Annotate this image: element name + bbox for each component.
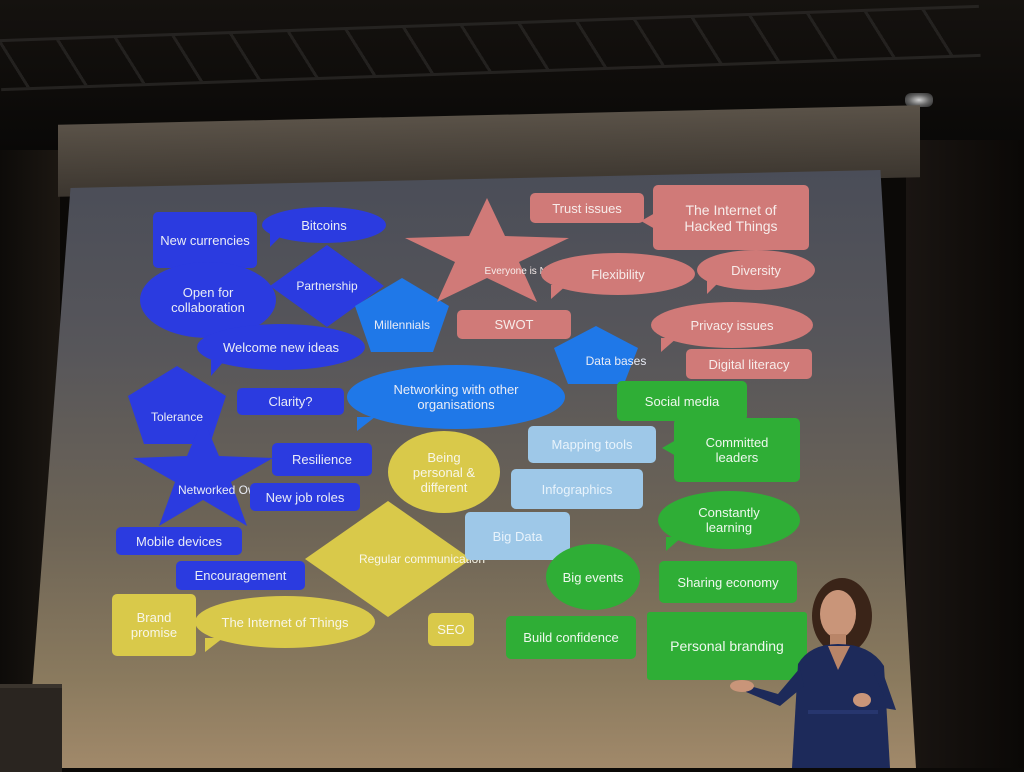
bubble-label: The Internet of Things [221, 614, 349, 630]
card-label: Trust issues [552, 200, 622, 216]
card-label: Personal branding [670, 637, 784, 654]
diamond-label: Partnership [296, 279, 358, 293]
star-shape [405, 198, 569, 302]
card-label: The Internet of Hacked Things [684, 201, 778, 234]
oval-label: Open for collaboration [171, 285, 245, 315]
card-label: Social media [644, 393, 720, 409]
pentagon-label: Data bases [585, 354, 647, 368]
card-tail [662, 440, 676, 456]
card-label: Encouragement [194, 568, 287, 583]
card-label: Big Data [492, 528, 543, 544]
oval-label: Big events [562, 569, 624, 585]
card-build-confidence: Build confidence [506, 616, 636, 659]
bubble-diversity: Diversity [697, 250, 815, 294]
diamond-label: Regular communication [358, 552, 486, 566]
card-mapping-tools: Mapping tools [528, 426, 656, 463]
card-social-media: Social media [617, 381, 747, 421]
bubble-label: Bitcoins [301, 217, 347, 233]
bubble-tail [551, 285, 567, 299]
card-label: Digital literacy [708, 356, 790, 372]
card-clarity: Clarity? [237, 388, 344, 415]
diamond-regular-communication: Regular communication [305, 501, 485, 617]
bubble-tail [211, 360, 225, 376]
bubble-internet-of-things: The Internet of Things [195, 596, 375, 652]
diamond-shape [305, 501, 471, 617]
card-label: Committed leaders [705, 435, 769, 465]
card-infographics: Infographics [511, 469, 643, 509]
card-new-job-roles: New job roles [250, 483, 360, 511]
bubble-label: Flexibility [591, 266, 645, 282]
card-label: SEO [437, 622, 465, 637]
oval-big-events: Big events [546, 544, 640, 610]
bubble-networking: Networking with other organisations [347, 365, 565, 431]
bubble-bitcoins: Bitcoins [262, 207, 386, 247]
card-resilience: Resilience [272, 443, 372, 476]
bubble-label: Diversity [731, 262, 781, 278]
card-label: Brand promise [130, 610, 178, 640]
card-seo: SEO [428, 613, 474, 646]
bubble-tail [205, 638, 223, 652]
oval-label: Being personal & different [412, 449, 476, 495]
card-encouragement: Encouragement [176, 561, 305, 590]
pentagon-label: Tolerance [150, 410, 204, 424]
card-mobile-devices: Mobile devices [116, 527, 242, 555]
bubble-label: Networking with other organisations [393, 382, 519, 412]
bubble-privacy-issues: Privacy issues [651, 302, 813, 352]
bubble-label: Privacy issues [690, 317, 774, 333]
card-label: Infographics [541, 481, 613, 497]
bubble-label: Welcome new ideas [222, 339, 340, 355]
lectern [0, 684, 62, 772]
card-internet-of-hacked-things: The Internet of Hacked Things [641, 185, 809, 250]
card-label: New currencies [160, 232, 250, 248]
card-new-currencies: New currencies [153, 212, 257, 268]
right-wall [906, 140, 1024, 768]
pentagon-shape [554, 326, 638, 384]
card-label: Sharing economy [677, 574, 779, 590]
card-big-data: Big Data [465, 512, 570, 560]
card-digital-literacy: Digital literacy [686, 349, 812, 379]
bubble-flexibility: Flexibility [541, 253, 695, 299]
bubble-tail [666, 537, 682, 551]
pentagon-label: Millennials [373, 318, 431, 332]
card-label: Build confidence [523, 630, 619, 645]
ceiling-lamp [905, 93, 933, 107]
pentagon-millennials: Millennials [355, 278, 449, 352]
card-personal-branding: Personal branding [647, 612, 807, 680]
card-label: Resilience [292, 452, 352, 467]
bubble-tail [357, 417, 375, 431]
card-committed-leaders: Committed leaders [662, 418, 800, 482]
card-sharing-economy: Sharing economy [659, 561, 797, 603]
presenter-figure [730, 578, 896, 768]
card-swot: SWOT [457, 310, 571, 339]
oval-being-personal: Being personal & different [388, 431, 500, 513]
card-brand-promise: Brand promise [112, 594, 196, 656]
star-shape [133, 418, 273, 526]
card-label: SWOT [494, 317, 534, 332]
pentagon-shape [355, 278, 449, 352]
card-label: Mapping tools [551, 437, 633, 452]
bubble-constantly-learning: Constantly learning [658, 491, 800, 551]
card-label: Clarity? [268, 394, 313, 409]
card-label: New job roles [265, 489, 345, 505]
card-trust-issues: Trust issues [530, 193, 644, 223]
bubble-tail [270, 233, 284, 247]
card-tail [641, 213, 655, 229]
bubble-tail [707, 280, 721, 294]
bubble-tail [661, 338, 677, 352]
bubble-welcome-new-ideas: Welcome new ideas [197, 324, 365, 376]
bubble-label: Constantly learning [698, 505, 760, 535]
pentagon-data-bases: Data bases [554, 326, 646, 384]
card-label: Mobile devices [136, 533, 222, 549]
